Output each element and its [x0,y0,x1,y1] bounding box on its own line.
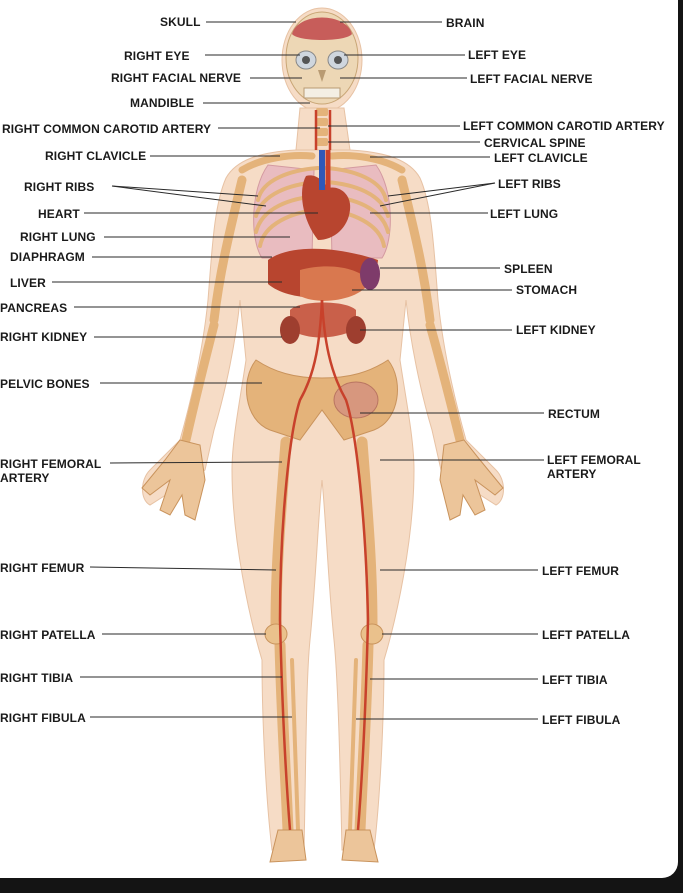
clavicles [238,152,406,174]
label-left-lung: LEFT LUNG [490,207,559,221]
label-mandible: MANDIBLE [130,96,195,110]
label-heart: HEART [38,207,80,221]
label-brain: BRAIN [446,16,485,30]
label-right-femur: RIGHT FEMUR [0,561,85,575]
label-right-fibula: RIGHT FIBULA [0,711,86,725]
pelvis-drawing [246,359,398,441]
feet [269,829,379,863]
label-left-ribs: LEFT RIBS [498,177,561,191]
label-right-tibia: RIGHT TIBIA [0,671,74,685]
organs [268,150,380,344]
label-left-kidney: LEFT KIDNEY [516,323,596,337]
anatomy-illustration [52,7,544,863]
label-skull: SKULL [160,15,201,29]
label-right-clavicle: RIGHT CLAVICLE [45,149,147,163]
label-right-common-carotid-artery: RIGHT COMMON CAROTID ARTERY [2,122,212,136]
label-left-clavicle: LEFT CLAVICLE [494,151,588,165]
leader-lines [52,21,544,720]
label-stomach: STOMACH [516,283,578,297]
label-right-patella: RIGHT PATELLA [0,628,96,642]
label-cervical-spine: CERVICAL SPINE [484,136,586,150]
label-right-femoral-artery: RIGHT FEMORAL ARTERY [0,457,102,485]
label-left-femur: LEFT FEMUR [542,564,619,578]
spine [316,108,328,146]
label-right-ribs: RIGHT RIBS [24,180,95,194]
label-diaphragm: DIAPHRAGM [10,250,85,264]
label-left-femoral-artery: LEFT FEMORAL ARTERY [547,453,641,481]
skull-drawing [285,11,359,105]
label-pancreas: PANCREAS [0,301,68,315]
label-left-facial-nerve: LEFT FACIAL NERVE [470,72,593,86]
arteries [278,110,370,831]
bottom-bar [0,878,683,893]
label-liver: LIVER [10,276,46,290]
label-left-fibula: LEFT FIBULA [542,713,621,727]
label-left-common-carotid-artery: LEFT COMMON CAROTID ARTERY [463,119,665,133]
patellas [264,623,384,645]
label-pelvic-bones: PELVIC BONES [0,377,90,391]
label-right-lung: RIGHT LUNG [20,230,96,244]
diagram-canvas: SKULL BRAIN RIGHT EYE LEFT EYE RIGHT FAC… [0,0,678,878]
label-left-tibia: LEFT TIBIA [542,673,608,687]
arm-bones [181,175,465,445]
lungs [253,164,391,259]
label-right-eye: RIGHT EYE [124,49,190,63]
label-rectum: RECTUM [548,407,600,421]
label-left-eye: LEFT EYE [468,48,527,62]
fibulas [290,658,358,832]
label-right-kidney: RIGHT KIDNEY [0,330,88,344]
label-right-facial-nerve: RIGHT FACIAL NERVE [111,71,242,85]
label-spleen: SPLEEN [504,262,553,276]
label-left-patella: LEFT PATELLA [542,628,631,642]
